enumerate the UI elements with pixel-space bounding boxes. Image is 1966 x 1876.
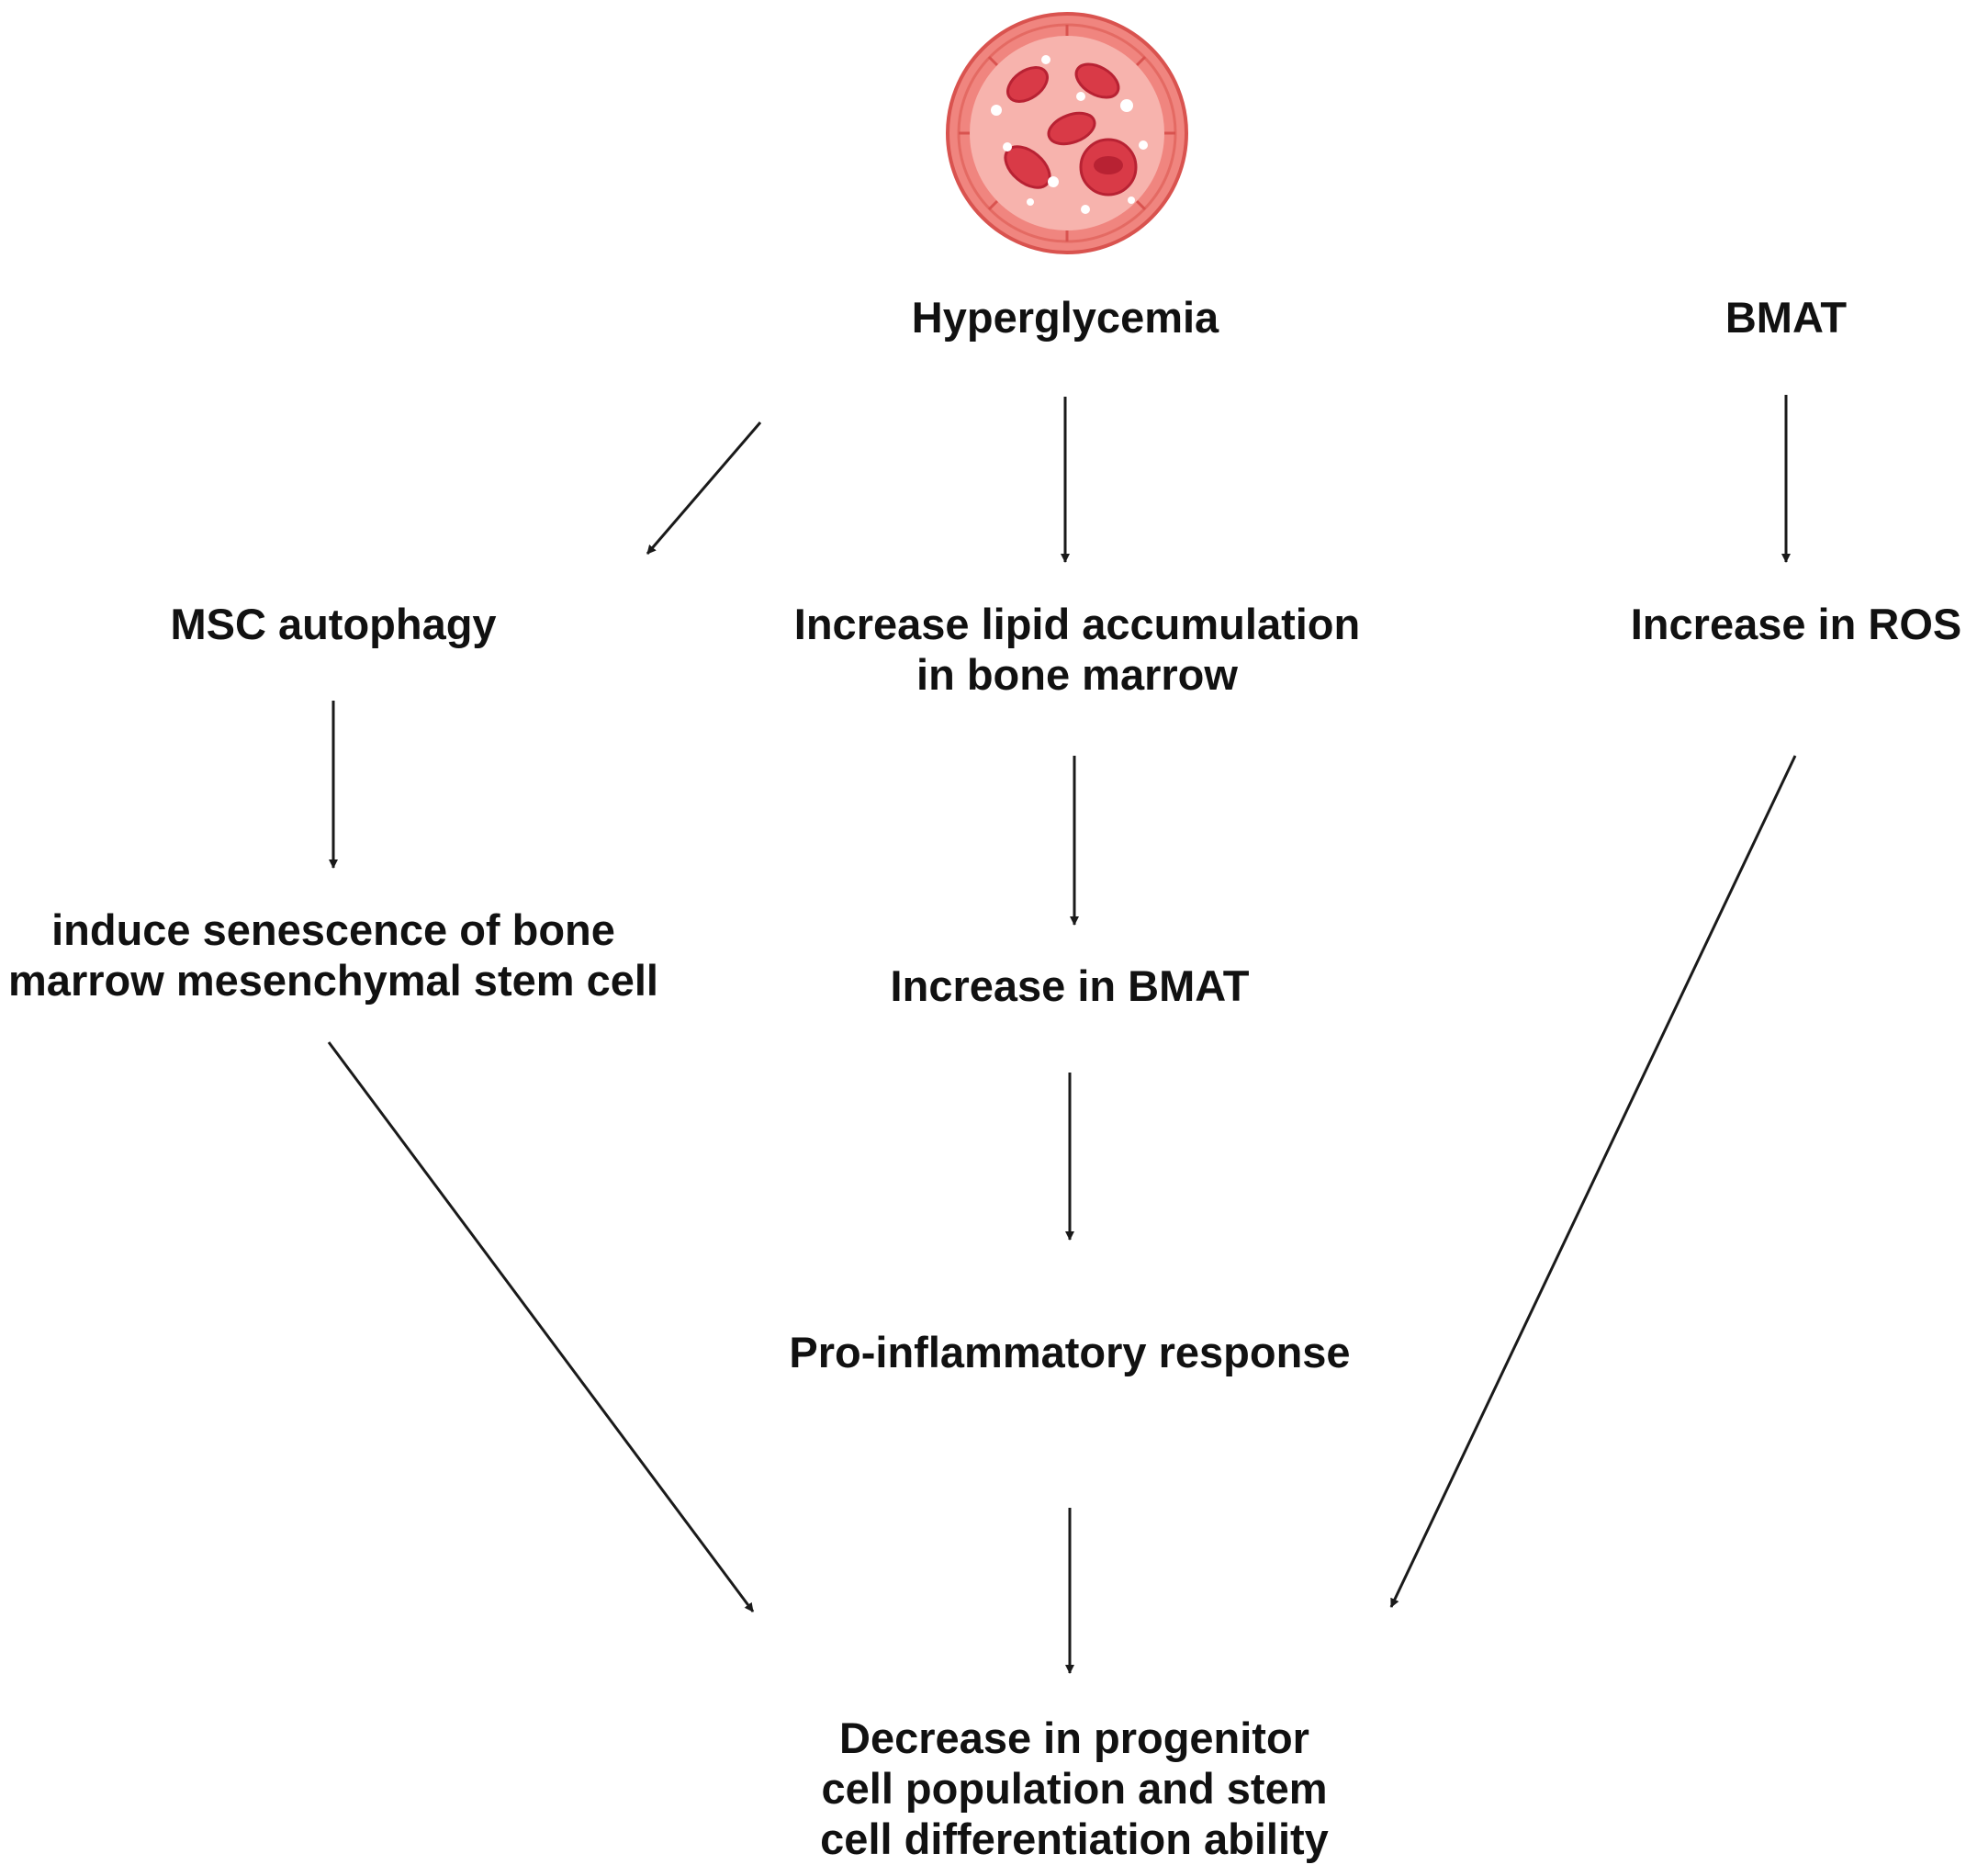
node-msc-autophagy-line-1: MSC autophagy: [170, 600, 497, 648]
arrow-senescence-to-decrease-progenitor: [327, 1041, 755, 1612]
node-pro-inflammatory: Pro-inflammatory response: [789, 1327, 1350, 1377]
node-pro-inflammatory-line-1: Pro-inflammatory response: [789, 1328, 1351, 1376]
node-senescence: induce senescence of bone marrow mesench…: [8, 904, 658, 1005]
node-lipid-accumulation: Increase lipid accumulation in bone marr…: [794, 599, 1360, 700]
node-increase-ros: Increase in ROS: [1631, 599, 1962, 649]
node-lipid-accumulation-line-1: Increase lipid accumulation: [793, 600, 1361, 648]
node-increase-ros-line-1: Increase in ROS: [1630, 600, 1962, 648]
node-bmat: BMAT: [1725, 292, 1847, 343]
node-increase-bmat-line-1: Increase in BMAT: [890, 961, 1250, 1010]
node-lipid-accumulation-line-2: in bone marrow: [916, 650, 1238, 699]
node-hyperglycemia-line-1: Hyperglycemia: [911, 293, 1219, 342]
node-increase-bmat: Increase in BMAT: [891, 960, 1250, 1011]
node-senescence-line-2: marrow mesenchymal stem cell: [8, 956, 658, 1005]
node-decrease-progenitor-line-3: cell differentiation ability: [820, 1814, 1329, 1863]
node-hyperglycemia: Hyperglycemia: [912, 292, 1219, 343]
node-decrease-progenitor-line-1: Decrease in progenitor: [839, 1713, 1309, 1762]
arrow-hyperglycemia-to-msc-autophagy: [646, 421, 762, 555]
node-senescence-line-1: induce senescence of bone: [51, 905, 615, 954]
node-bmat-line-1: BMAT: [1724, 293, 1848, 342]
node-decrease-progenitor: Decrease in progenitor cell population a…: [820, 1713, 1329, 1864]
node-decrease-progenitor-line-2: cell population and stem: [821, 1764, 1328, 1813]
arrow-increase-ros-to-decrease-progenitor: [1389, 755, 1797, 1608]
blood-vessel-cross-section-icon: [946, 12, 1188, 254]
node-msc-autophagy: MSC autophagy: [170, 599, 496, 649]
